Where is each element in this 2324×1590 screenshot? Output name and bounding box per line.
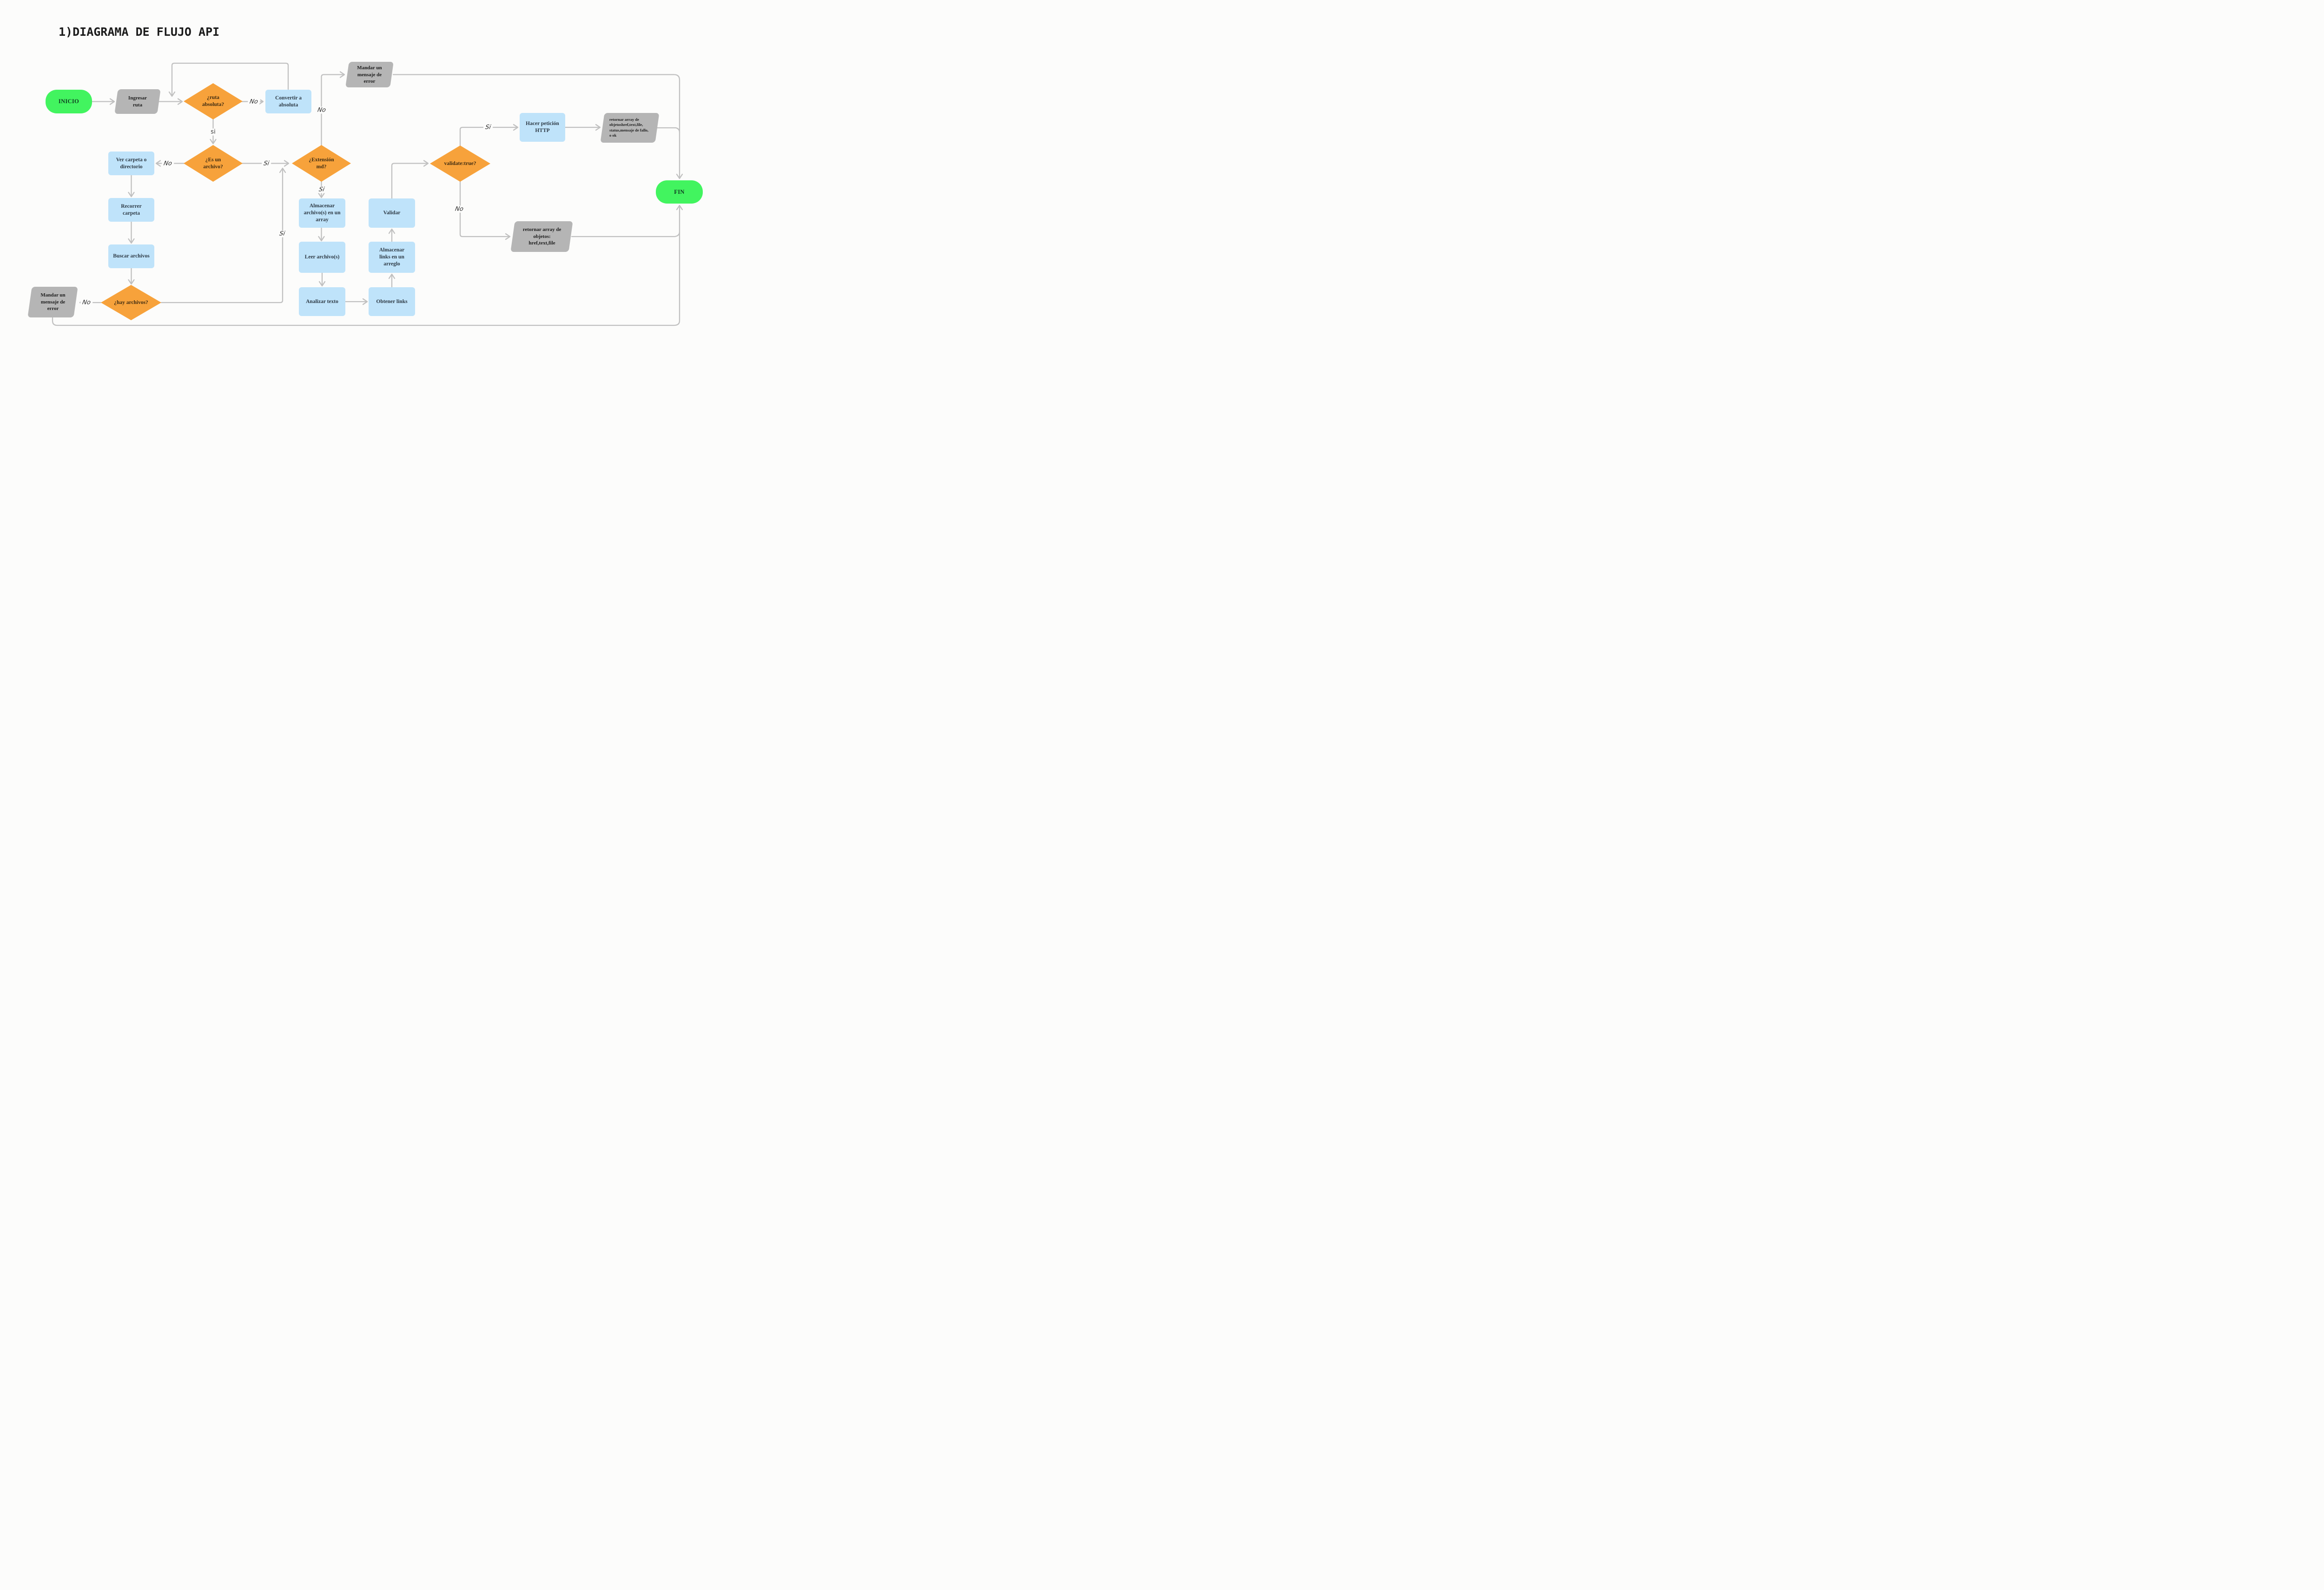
node-label: ¿Extensión md?: [309, 157, 334, 170]
node-label: Hacer petición HTTP: [526, 121, 559, 133]
node-label: Obtener links: [376, 298, 408, 304]
edge-label-ruta-si: si: [209, 128, 218, 136]
edge-label-extension-si: Si: [316, 186, 327, 193]
edge-label-ruta-no: No: [247, 98, 261, 105]
node-recorrer-carpeta[interactable]: Recorrer carpeta: [108, 198, 154, 222]
node-hacer-peticion[interactable]: Hacer petición HTTP: [520, 113, 565, 142]
node-label: Buscar archivos: [113, 253, 150, 259]
node-label: Leer archivo(s): [304, 254, 340, 260]
node-ingresar-ruta[interactable]: Ingresar ruta: [114, 89, 161, 114]
node-label: INICIO: [58, 98, 79, 105]
node-almacenar-array[interactable]: Almacenar archivo(s) en un array: [299, 198, 345, 228]
node-label: Ingresar ruta: [128, 95, 147, 108]
node-label: Almacenar links en un arreglo: [379, 247, 405, 267]
flowchart-canvas: 1)DIAGRAMA DE FLUJO API INICIO In: [0, 0, 729, 351]
node-buscar-archivos[interactable]: Buscar archivos: [108, 244, 154, 268]
node-almacenar-links[interactable]: Almacenar links en un arreglo: [369, 242, 415, 273]
node-label: Validar: [383, 210, 401, 216]
node-analizar-texto[interactable]: Analizar texto: [299, 287, 345, 316]
page-title: 1)DIAGRAMA DE FLUJO API: [59, 25, 220, 39]
node-convertir-absoluta[interactable]: Convertir a absoluta: [265, 90, 311, 113]
node-label: Mandar un mensaje de error: [40, 292, 66, 312]
node-retornar-status[interactable]: retornar array de objetoshref,text,file,…: [600, 113, 660, 143]
node-mandar-error-bottom[interactable]: Mandar un mensaje de error: [27, 287, 78, 317]
edge-label-archivo-si: Si: [261, 160, 272, 167]
node-label: Mandar un mensaje de error: [357, 65, 382, 84]
node-label: retornar array de objetoshref,text,file,…: [609, 117, 649, 138]
node-label: ¿ruta absoluta?: [202, 95, 224, 107]
node-validar[interactable]: Validar: [369, 198, 415, 228]
node-label: FIN: [674, 188, 685, 195]
connector-lines: [52, 62, 683, 326]
node-label: Ver carpeta o directorio: [116, 157, 147, 170]
node-label: ¿hay archivos?: [114, 299, 148, 305]
node-obtener-links[interactable]: Obtener links: [369, 287, 415, 316]
node-label: Analizar texto: [306, 298, 338, 304]
node-label: ¿Es un archivo?: [203, 157, 223, 170]
edge-label-archivo-no: No: [161, 160, 175, 167]
node-inicio[interactable]: INICIO: [46, 90, 92, 113]
node-label: Recorrer carpeta: [121, 203, 142, 216]
node-mandar-error-top[interactable]: Mandar un mensaje de error: [345, 62, 394, 87]
node-label: validate:true?: [444, 160, 476, 166]
edge-label-validate-si: Si: [482, 124, 494, 131]
node-label: Almacenar archivo(s) en un array: [304, 203, 341, 223]
node-ver-carpeta[interactable]: Ver carpeta o directorio: [108, 152, 154, 175]
edge-label-extension-no: No: [315, 106, 328, 114]
node-label: retornar array de objetos: href,text,fil…: [522, 227, 561, 246]
node-fin[interactable]: FIN: [656, 180, 703, 204]
edge-label-hay-no: No: [79, 299, 93, 306]
node-retornar-objetos[interactable]: retornar array de objetos: href,text,fil…: [510, 221, 573, 252]
edge-label-hay-si: Si: [277, 230, 288, 238]
edge-label-validate-no: No: [452, 205, 466, 213]
node-label: Convertir a absoluta: [275, 95, 302, 108]
node-leer-archivos[interactable]: Leer archivo(s): [299, 242, 345, 273]
